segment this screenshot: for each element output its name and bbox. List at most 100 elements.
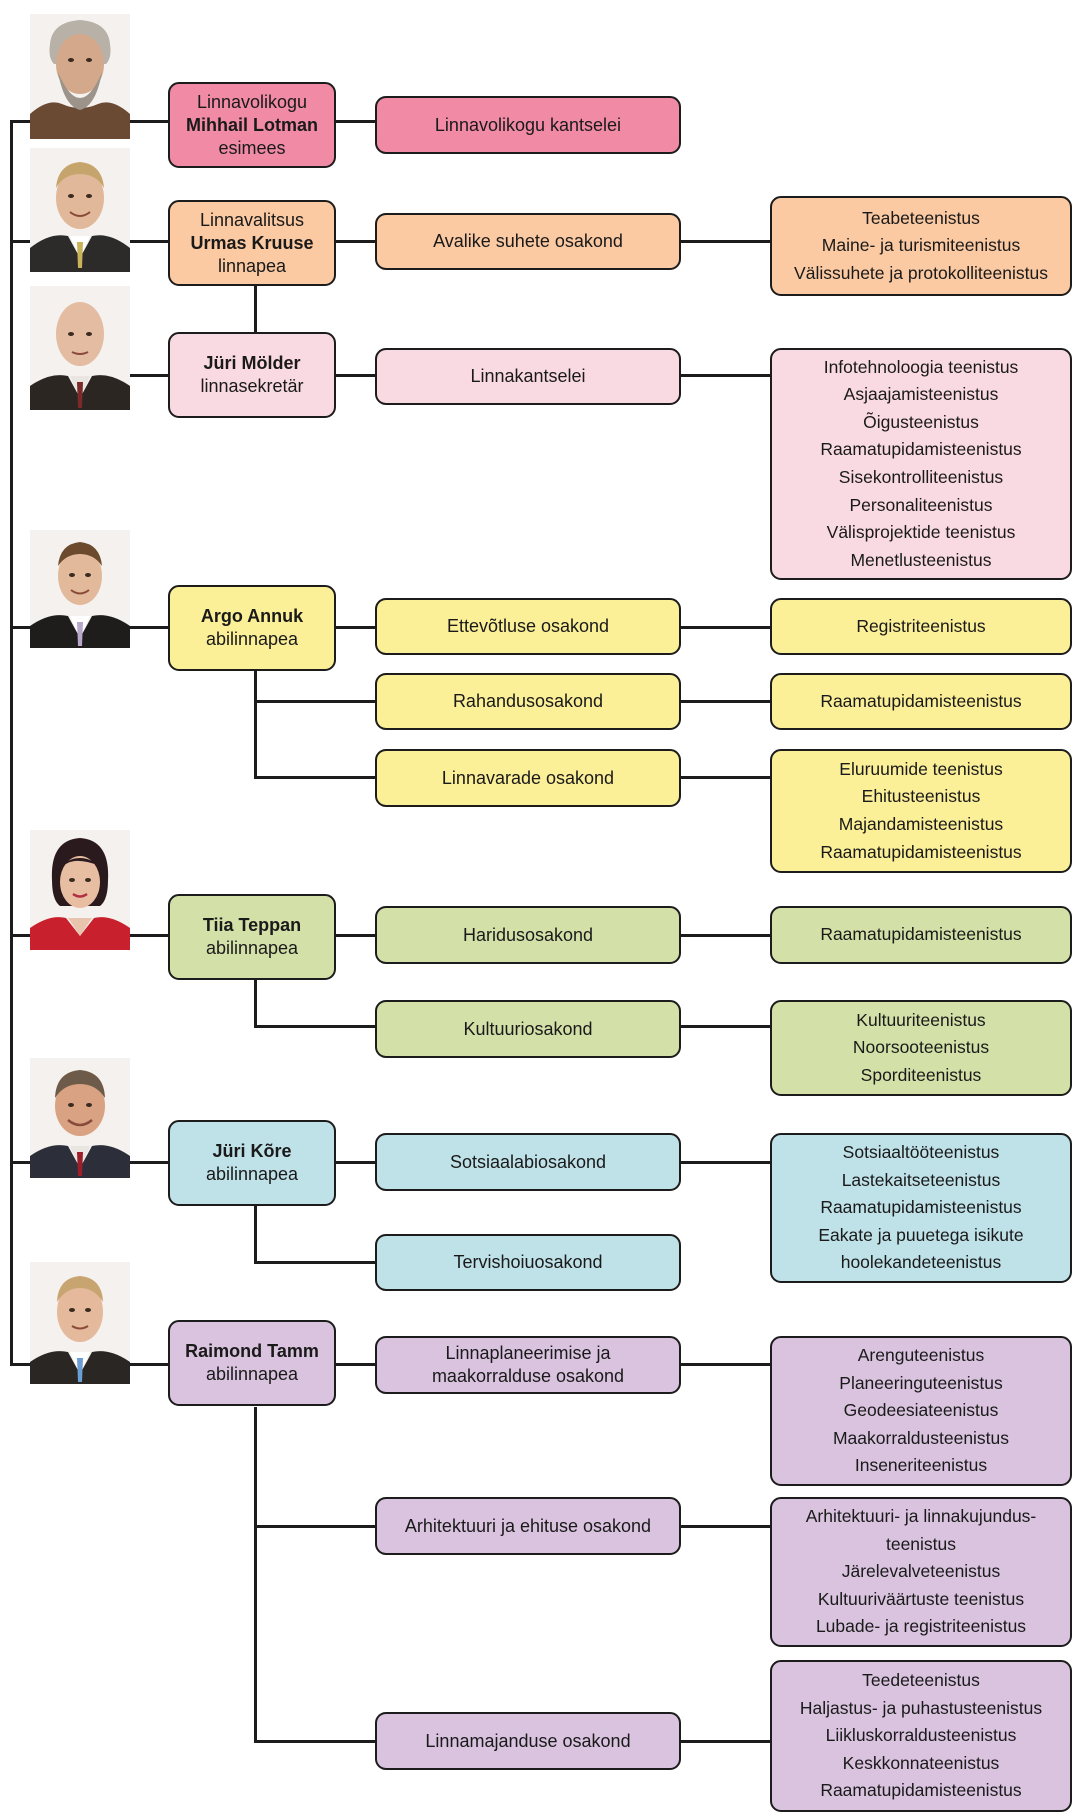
service-box: Arenguteenistus Planeeringuteenistus Geo…	[770, 1336, 1072, 1486]
service-item: Eluruumide teenistus	[839, 758, 1003, 779]
service-item: Arhitektuuri- ja linnakujundus-	[805, 1506, 1037, 1527]
branch-line	[10, 120, 30, 123]
branch-line	[678, 1740, 772, 1743]
service-item: Maine- ja turismiteenistus	[821, 235, 1021, 256]
service-item: teenistus	[885, 1533, 957, 1554]
department-name: Linnavolikogu kantselei	[434, 114, 622, 135]
branch-line	[254, 670, 257, 778]
department-name: Rahandusosakond	[452, 691, 604, 711]
department-box: Ettevõtluse osakond	[375, 598, 681, 655]
service-item: Sporditeenistus	[860, 1064, 982, 1085]
service-item: Haljastus- ja puhastusteenistus	[799, 1697, 1043, 1718]
branch-line	[10, 626, 30, 629]
leader-box-kore: Jüri Kõre abilinnapea	[168, 1120, 336, 1206]
service-box: Kultuuriteenistus Noorsooteenistus Spord…	[770, 1000, 1072, 1096]
leader-name: Jüri Kõre	[212, 1141, 292, 1161]
leader-box-molder: Jüri Mölder linnasekretär	[168, 332, 336, 418]
man-short-hair-photo	[30, 530, 130, 648]
branch-line	[254, 1205, 257, 1263]
service-item: Kultuuriväärtuste teenistus	[817, 1588, 1025, 1609]
service-item: Teedeteenistus	[862, 1670, 980, 1691]
department-name: Tervishoiuosakond	[453, 1252, 603, 1272]
branch-line	[334, 1363, 376, 1366]
branch-line	[10, 1363, 30, 1366]
service-item: Menetlusteenistus	[850, 549, 992, 570]
branch-line	[678, 1161, 772, 1164]
branch-line	[334, 240, 376, 243]
branch-line	[254, 1740, 376, 1743]
service-box: Teedeteenistus Haljastus- ja puhastustee…	[770, 1660, 1072, 1812]
service-box: Raamatupidamisteenistus	[770, 906, 1072, 964]
leader-role: abilinnapea	[205, 629, 299, 649]
service-item: Registriteenistus	[856, 615, 986, 636]
man-blond-smiling-photo	[30, 148, 130, 272]
branch-line	[10, 240, 30, 243]
service-box: Raamatupidamisteenistus	[770, 673, 1072, 730]
branch-line	[130, 1363, 170, 1366]
department-box: Arhitektuuri ja ehituse osakond	[375, 1497, 681, 1555]
service-item: Asjaajamisteenistus	[843, 384, 999, 405]
branch-line	[334, 626, 376, 629]
service-item: Lastekaitseteenistus	[841, 1169, 1001, 1190]
department-box: Linnaplaneerimise ja maakorralduse osako…	[375, 1336, 681, 1394]
branch-line	[130, 240, 170, 243]
branch-line	[334, 120, 376, 123]
branch-line	[678, 1025, 772, 1028]
service-item: Planeeringuteenistus	[839, 1372, 1003, 1393]
branch-line	[10, 934, 30, 937]
branch-line	[678, 1525, 772, 1528]
leader-box-annuk: Argo Annuk abilinnapea	[168, 585, 336, 671]
service-item: Järelevalveteenistus	[841, 1561, 1001, 1582]
leader-name: Mihhail Lotman	[186, 114, 318, 135]
service-box: Infotehnoloogia teenistus Asjaajamisteen…	[770, 348, 1072, 580]
branch-line	[678, 374, 772, 377]
branch-line	[130, 934, 170, 937]
service-item: Raamatupidamisteenistus	[820, 1780, 1022, 1801]
department-name-line2: maakorralduse osakond	[431, 1366, 625, 1386]
service-item: Kultuuriteenistus	[856, 1009, 986, 1030]
service-item: Lubade- ja registriteenistus	[815, 1616, 1027, 1637]
leader-name: Jüri Mölder	[203, 353, 301, 373]
leader-box-teppan: Tiia Teppan abilinnapea	[168, 894, 336, 980]
branch-line	[130, 120, 170, 123]
service-item: Teabeteenistus	[862, 207, 980, 228]
service-item: Keskkonnateenistus	[842, 1752, 1000, 1773]
service-item: Raamatupidamisteenistus	[820, 1197, 1022, 1218]
branch-line	[254, 980, 257, 1027]
department-name: Sotsiaalabiosakond	[449, 1151, 607, 1172]
department-box: Rahandusosakond	[375, 673, 681, 730]
branch-line	[130, 374, 170, 377]
branch-line	[254, 1407, 257, 1742]
man-bald-photo	[30, 286, 130, 410]
service-item: Arenguteenistus	[857, 1345, 985, 1366]
department-name: Haridusosakond	[462, 924, 594, 945]
department-name: Kultuuriosakond	[463, 1018, 593, 1039]
service-item: Inseneriteenistus	[854, 1455, 988, 1476]
leader-box-kruuse: Linnavalitsus Urmas Kruuse linnapea	[168, 200, 336, 286]
service-item: Raamatupidamisteenistus	[820, 841, 1022, 862]
branch-line	[678, 240, 772, 243]
man-young-blue-tie-photo	[30, 1262, 130, 1384]
service-item: Geodeesiateenistus	[843, 1400, 999, 1421]
man-gray-hair-beard-photo	[30, 14, 130, 139]
department-box: Tervishoiuosakond	[375, 1234, 681, 1291]
leader-role: linnasekretär	[200, 376, 304, 396]
leader-name: Raimond Tamm	[185, 1341, 319, 1361]
service-item: Personaliteenistus	[849, 494, 993, 515]
branch-line	[254, 1525, 376, 1528]
branch-line	[254, 776, 376, 779]
service-item: Maakorraldusteenistus	[832, 1427, 1010, 1448]
service-item: Raamatupidamisteenistus	[820, 690, 1022, 711]
department-box: Haridusosakond	[375, 906, 681, 964]
branch-line	[334, 934, 376, 937]
service-box: Eluruumide teenistus Ehitusteenistus Maj…	[770, 749, 1072, 873]
department-box: Kultuuriosakond	[375, 1000, 681, 1058]
department-name: Linnaplaneerimise ja	[445, 1343, 611, 1363]
service-item: Infotehnoloogia teenistus	[823, 356, 1019, 377]
branch-line	[678, 776, 772, 779]
leader-role-top: Linnavolikogu	[196, 91, 308, 112]
department-box: Avalike suhete osakond	[375, 213, 681, 270]
leader-box-lotman: Linnavolikogu Mihhail Lotman esimees	[168, 82, 336, 168]
service-item: Eakate ja puuetega isikute	[818, 1224, 1024, 1245]
spine-line	[10, 120, 13, 1366]
